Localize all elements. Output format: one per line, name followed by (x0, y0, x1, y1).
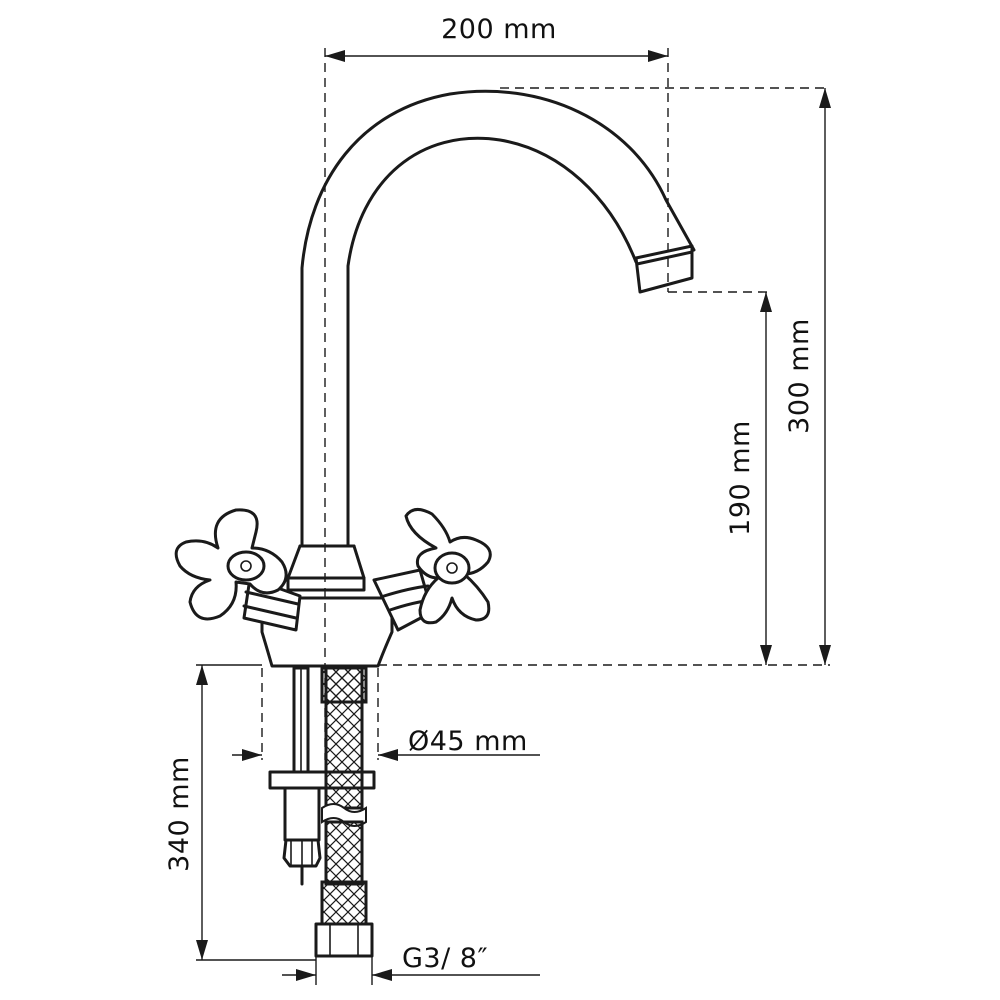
arrowhead (819, 88, 831, 108)
dimension-thread: G3/ 8″ (296, 943, 488, 981)
arrowhead (196, 665, 208, 685)
hose-crimp-lower (320, 880, 368, 926)
arrowhead (760, 292, 772, 312)
supply-hoses (268, 666, 376, 958)
spout-reach-label: 200 mm (441, 14, 557, 45)
hose-crimp-upper (320, 666, 368, 704)
dimension-total-height: 300 mm (784, 88, 831, 665)
spout-collar (286, 544, 366, 580)
dimension-hose-length: 340 mm (164, 665, 208, 960)
dimension-body-diameter: Ø45 mm (242, 726, 528, 761)
dimension-spout-height: 190 mm (725, 292, 772, 665)
arrowhead (242, 749, 262, 761)
arrowhead (372, 969, 392, 981)
left-cross-handle (174, 508, 302, 632)
arrowhead (378, 749, 398, 761)
dimension-lines (196, 48, 830, 985)
braided-hose-lower (324, 820, 364, 886)
total-height-label: 300 mm (784, 318, 815, 434)
faucet-body (260, 544, 394, 668)
arrowhead (196, 940, 208, 960)
thread-label: G3/ 8″ (402, 943, 488, 974)
arrowhead (760, 645, 772, 665)
right-cross-handle (372, 508, 492, 632)
spout-height-label: 190 mm (725, 420, 756, 536)
aerator (634, 244, 694, 294)
arrowhead (648, 50, 668, 62)
rod-sleeve (283, 786, 321, 842)
body-diameter-label: Ø45 mm (408, 726, 528, 757)
hose-length-label: 340 mm (164, 756, 195, 872)
arrowhead (296, 969, 316, 981)
spout (300, 89, 696, 548)
hose-nut (314, 922, 374, 958)
dimension-spout-reach: 200 mm (325, 14, 668, 62)
arrowhead (325, 50, 345, 62)
arrowhead (819, 645, 831, 665)
